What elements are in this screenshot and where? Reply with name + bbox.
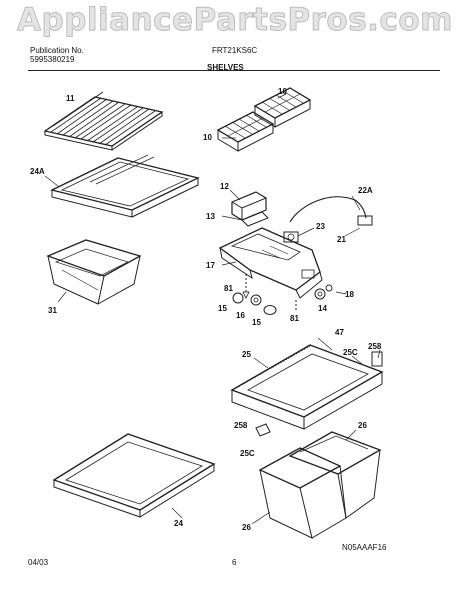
callout-26-top: 26 (358, 421, 367, 430)
callout-25c-top: 25C (343, 348, 358, 357)
grommet-18 (325, 284, 333, 292)
callout-10-top: 10 (278, 87, 287, 96)
callout-24a: 24A (30, 167, 45, 176)
callout-22a: 22A (358, 186, 373, 195)
callout-15-left: 15 (218, 304, 227, 313)
section-title: SHELVES (207, 63, 244, 72)
glass-shelf-24a (50, 154, 200, 218)
wire-harness-22a (289, 196, 373, 226)
callout-81-right: 81 (290, 314, 299, 323)
callout-14: 14 (318, 304, 327, 313)
lamp-socket-16 (232, 292, 244, 304)
watermark: AppliancePartsPros.com (17, 2, 453, 39)
callout-21: 21 (337, 235, 346, 244)
footer-date: 04/03 (28, 558, 49, 567)
glass-shelf-24 (52, 433, 216, 518)
end-cap-258-top (371, 351, 383, 367)
screw-81-left (242, 274, 250, 299)
callout-258-top: 258 (368, 342, 382, 351)
callout-13: 13 (206, 212, 215, 221)
end-cap-258-bottom (255, 423, 271, 437)
callout-23: 23 (316, 222, 325, 231)
callout-12: 12 (220, 182, 229, 191)
drawing-code: N05AAAF16 (342, 543, 387, 552)
wire-shelf (43, 91, 164, 151)
ice-tray-upper (253, 87, 312, 128)
publication-number: 5995380219 (30, 55, 75, 64)
footer-page: 6 (232, 558, 237, 567)
callout-81-left: 81 (224, 284, 233, 293)
header-rule (28, 70, 440, 71)
callout-11: 11 (66, 94, 75, 103)
thermostat-23 (283, 231, 299, 243)
callout-31: 31 (48, 306, 57, 315)
glass-shelf-25 (230, 344, 384, 430)
callout-47: 47 (335, 328, 344, 337)
callout-16: 16 (236, 311, 245, 320)
lamp-socket-18 (250, 294, 262, 306)
callout-26-bottom: 26 (242, 523, 251, 532)
lamp-socket-14 (314, 288, 326, 300)
callout-10-bottom: 10 (203, 133, 212, 142)
crisper-drawer-26-right (288, 431, 382, 519)
callout-24: 24 (174, 519, 183, 528)
callout-15-right: 15 (252, 318, 261, 327)
ice-tray-lower (216, 111, 275, 152)
callout-18-right: 18 (345, 290, 354, 299)
bulb-15 (263, 305, 277, 315)
model-number: FRT21KS6C (212, 46, 258, 55)
callout-17: 17 (206, 261, 215, 270)
callout-25: 25 (242, 350, 251, 359)
damper-cover-12 (231, 191, 267, 221)
control-housing-17 (218, 227, 323, 299)
callout-25c-bottom: 25C (240, 449, 255, 458)
publication-label: Publication No. (30, 46, 84, 55)
crisper-pan-31 (46, 239, 142, 305)
flap-13 (241, 211, 269, 227)
callout-258-bottom: 258 (234, 421, 248, 430)
